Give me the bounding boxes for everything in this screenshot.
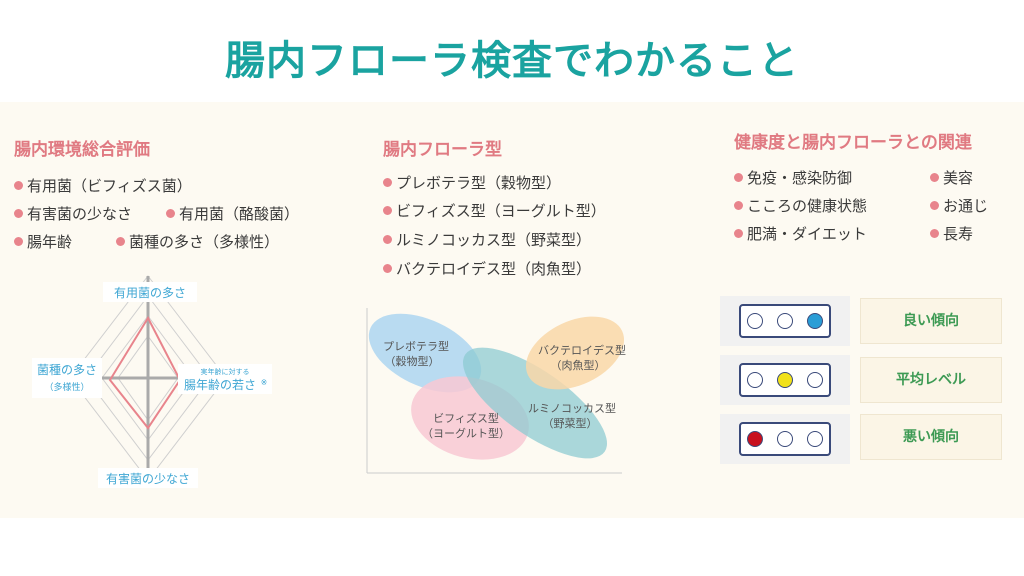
bullet-dot-icon [116, 237, 125, 246]
lamp-2-icon [777, 372, 793, 388]
bullet-dot-icon [166, 209, 175, 218]
bullet-dot-icon [383, 235, 392, 244]
list-item: 美容 [930, 167, 973, 188]
bullet-dot-icon [383, 206, 392, 215]
radar-label-left-sub: （多様性） [44, 381, 89, 393]
list-item: バクテロイデス型（肉魚型） [383, 258, 591, 279]
list-item: 有害菌の少なさ [14, 203, 132, 224]
lamp-frame [739, 304, 831, 338]
ellipse-ruminococcus [462, 347, 608, 459]
list-item: こころの健康状態 [734, 195, 867, 216]
lamp-2-icon [777, 431, 793, 447]
radar-label-right-mark: ※ [261, 378, 268, 387]
lamp-frame [739, 363, 831, 397]
list-item: 腸年齢 [14, 231, 72, 252]
radar-label-right: 腸年齢の若さ [184, 377, 256, 392]
radar-score-shape [108, 315, 182, 430]
bullet-dot-icon [14, 181, 23, 190]
ellipse-label-ruminococcus: ルミノコッカス型 [528, 401, 616, 415]
list-item: 免疫・感染防御 [734, 167, 852, 188]
ellipse-label-bifidus: ビフィズス型 [433, 411, 499, 425]
col2-heading: 腸内フローラ型 [383, 140, 502, 160]
bullet-dot-icon [14, 209, 23, 218]
ellipse-label-bacteroides-sub: （肉魚型） [551, 358, 606, 372]
bullet-dot-icon [930, 201, 939, 210]
level-label-average: 平均レベル [860, 357, 1002, 403]
col3-heading: 健康度と腸内フローラとの関連 [734, 133, 972, 153]
list-item: 菌種の多さ（多様性） [116, 231, 279, 252]
bullet-dot-icon [734, 173, 743, 182]
list-item: お通じ [930, 195, 988, 216]
ellipse-label-ruminococcus-sub: （野菜型） [543, 416, 598, 430]
list-item: 有用菌（ビフィズス菌） [14, 175, 192, 196]
ellipse-bacteroides [525, 316, 625, 390]
list-item: 肥満・ダイエット [734, 223, 867, 244]
bullet-dot-icon [734, 229, 743, 238]
radar-label-top: 有用菌の多さ [114, 286, 186, 300]
list-item: プレボテラ型（穀物型） [383, 172, 561, 193]
ellipse-label-bifidus-sub: （ヨーグルト型） [422, 426, 510, 440]
bullet-dot-icon [734, 201, 743, 210]
lamp-3-icon [807, 313, 823, 329]
lamp-1-icon [747, 372, 763, 388]
radar-label-left: 菌種の多さ [37, 363, 97, 377]
level-label-bad: 悪い傾向 [860, 414, 1002, 460]
bullet-dot-icon [930, 229, 939, 238]
page-title: 腸内フローラ検査でわかること [225, 38, 799, 84]
level-label-good: 良い傾向 [860, 298, 1002, 344]
lamp-1-icon [747, 431, 763, 447]
level-indicator-average [720, 355, 850, 405]
col1-heading: 腸内環境総合評価 [14, 140, 150, 160]
list-item: 長寿 [930, 223, 973, 244]
ellipse-prevotella [368, 313, 482, 393]
list-item: ルミノコッカス型（野菜型） [383, 229, 591, 250]
radar-label-bottom: 有害菌の少なさ [106, 471, 190, 486]
list-item: ビフィズス型（ヨーグルト型） [383, 200, 606, 221]
lamp-3-icon [807, 431, 823, 447]
level-indicator-good [720, 296, 850, 346]
lamp-2-icon [777, 313, 793, 329]
level-indicator-bad [720, 414, 850, 464]
ellipse-label-bacteroides: バクテロイデス型 [538, 343, 626, 357]
lamp-frame [739, 422, 831, 456]
lamp-1-icon [747, 313, 763, 329]
bullet-dot-icon [930, 173, 939, 182]
lamp-3-icon [807, 372, 823, 388]
radar-chart: 有用菌の多さ 菌種の多さ （多様性） 実年齢に対する 腸年齢の若さ ※ 有害菌の… [32, 275, 272, 488]
bullet-dot-icon [383, 264, 392, 273]
radar-label-right-small: 実年齢に対する [201, 367, 250, 376]
bullet-dot-icon [383, 178, 392, 187]
bullet-dot-icon [14, 237, 23, 246]
ellipse-label-prevotella: プレボテラ型 [383, 339, 449, 353]
flora-type-diagram: プレボテラ型 （穀物型） バクテロイデス型 （肉魚型） ルミノコッカス型 （野菜… [366, 308, 626, 474]
ellipse-label-prevotella-sub: （穀物型） [385, 354, 440, 368]
list-item: 有用菌（酪酸菌） [166, 203, 299, 224]
